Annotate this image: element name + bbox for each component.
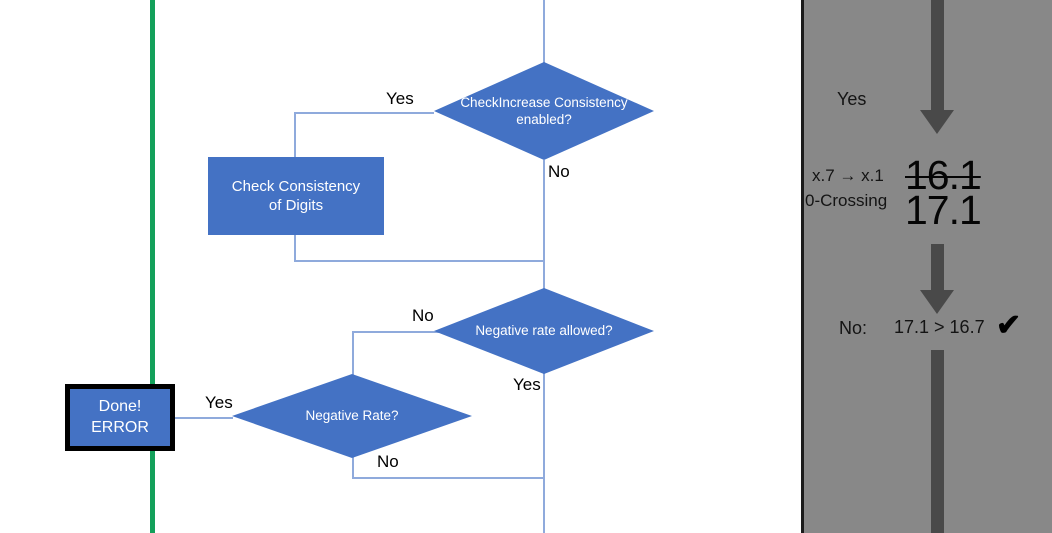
panel-value-current: 17.1 [905, 187, 982, 233]
diamond-shape [434, 288, 654, 374]
terminator-label-line-1: Done! [98, 397, 142, 415]
process-label-line-1: Check Consistency [231, 177, 361, 195]
edge-label-check-increase-yes: Yes [386, 89, 414, 108]
terminator-done-error[interactable]: Done! ERROR [65, 384, 175, 451]
connector-negrate-yes-horizontal [175, 417, 233, 419]
edge-label-negative-allowed-yes: Yes [513, 375, 541, 394]
panel-arrow-2-shaft [931, 244, 944, 292]
connector-negallowed-no-down [352, 331, 354, 376]
connector-negallowed-yes-down [543, 372, 545, 533]
process-check-consistency-of-digits[interactable]: Check Consistency of Digits [208, 157, 384, 235]
connector-negallowed-no-horizontal [352, 331, 442, 333]
decision-negative-rate-allowed[interactable]: Negative rate allowed? [434, 288, 654, 374]
decision-check-increase-consistency[interactable]: CheckIncrease Consistency enabled? [434, 62, 654, 160]
panel-arrow-1-head [920, 110, 954, 134]
diamond-shape [232, 374, 472, 458]
connector-no-spine-middle [543, 160, 545, 290]
diamond-shape [434, 62, 654, 160]
check-icon: ✔ [996, 309, 1022, 342]
connector-yes-horizontal [294, 112, 434, 114]
connector-top-spine [543, 0, 545, 64]
edge-label-negative-allowed-no: No [412, 306, 434, 325]
terminator-label-line-2: ERROR [91, 418, 149, 436]
decision-negative-rate[interactable]: Negative Rate? [232, 374, 472, 458]
edge-label-check-increase-no: No [548, 162, 570, 181]
panel-comparison-prefix: No: [839, 318, 868, 338]
connector-negrate-no-right [352, 477, 544, 479]
connector-box-bottom-right [294, 260, 544, 262]
process-label-line-2: of Digits [268, 197, 324, 214]
panel-crossing-label: 0-Crossing [805, 191, 888, 210]
edge-label-negative-rate-no: No [377, 452, 399, 471]
connector-box-bottom-down [294, 234, 296, 261]
panel-yes-label: Yes [837, 89, 867, 109]
green-divider-line [150, 0, 155, 533]
edge-label-negative-rate-yes: Yes [205, 393, 233, 412]
connector-negrate-no-down [352, 457, 354, 479]
panel-arrow-1-shaft [931, 0, 944, 110]
connector-box-top-stub [294, 134, 296, 158]
panel-arrow-2-head [920, 290, 954, 314]
panel-rounding-label: x.7 → x.1 [812, 166, 884, 185]
panel-comparison-text: 17.1 > 16.7 [894, 317, 985, 337]
annotation-panel: Yes x.7 → x.1 0-Crossing 16.1 17.1 No: 1… [801, 0, 1052, 533]
panel-arrow-3-shaft [931, 350, 944, 533]
panel-value-struck: 16.1 [905, 152, 982, 198]
